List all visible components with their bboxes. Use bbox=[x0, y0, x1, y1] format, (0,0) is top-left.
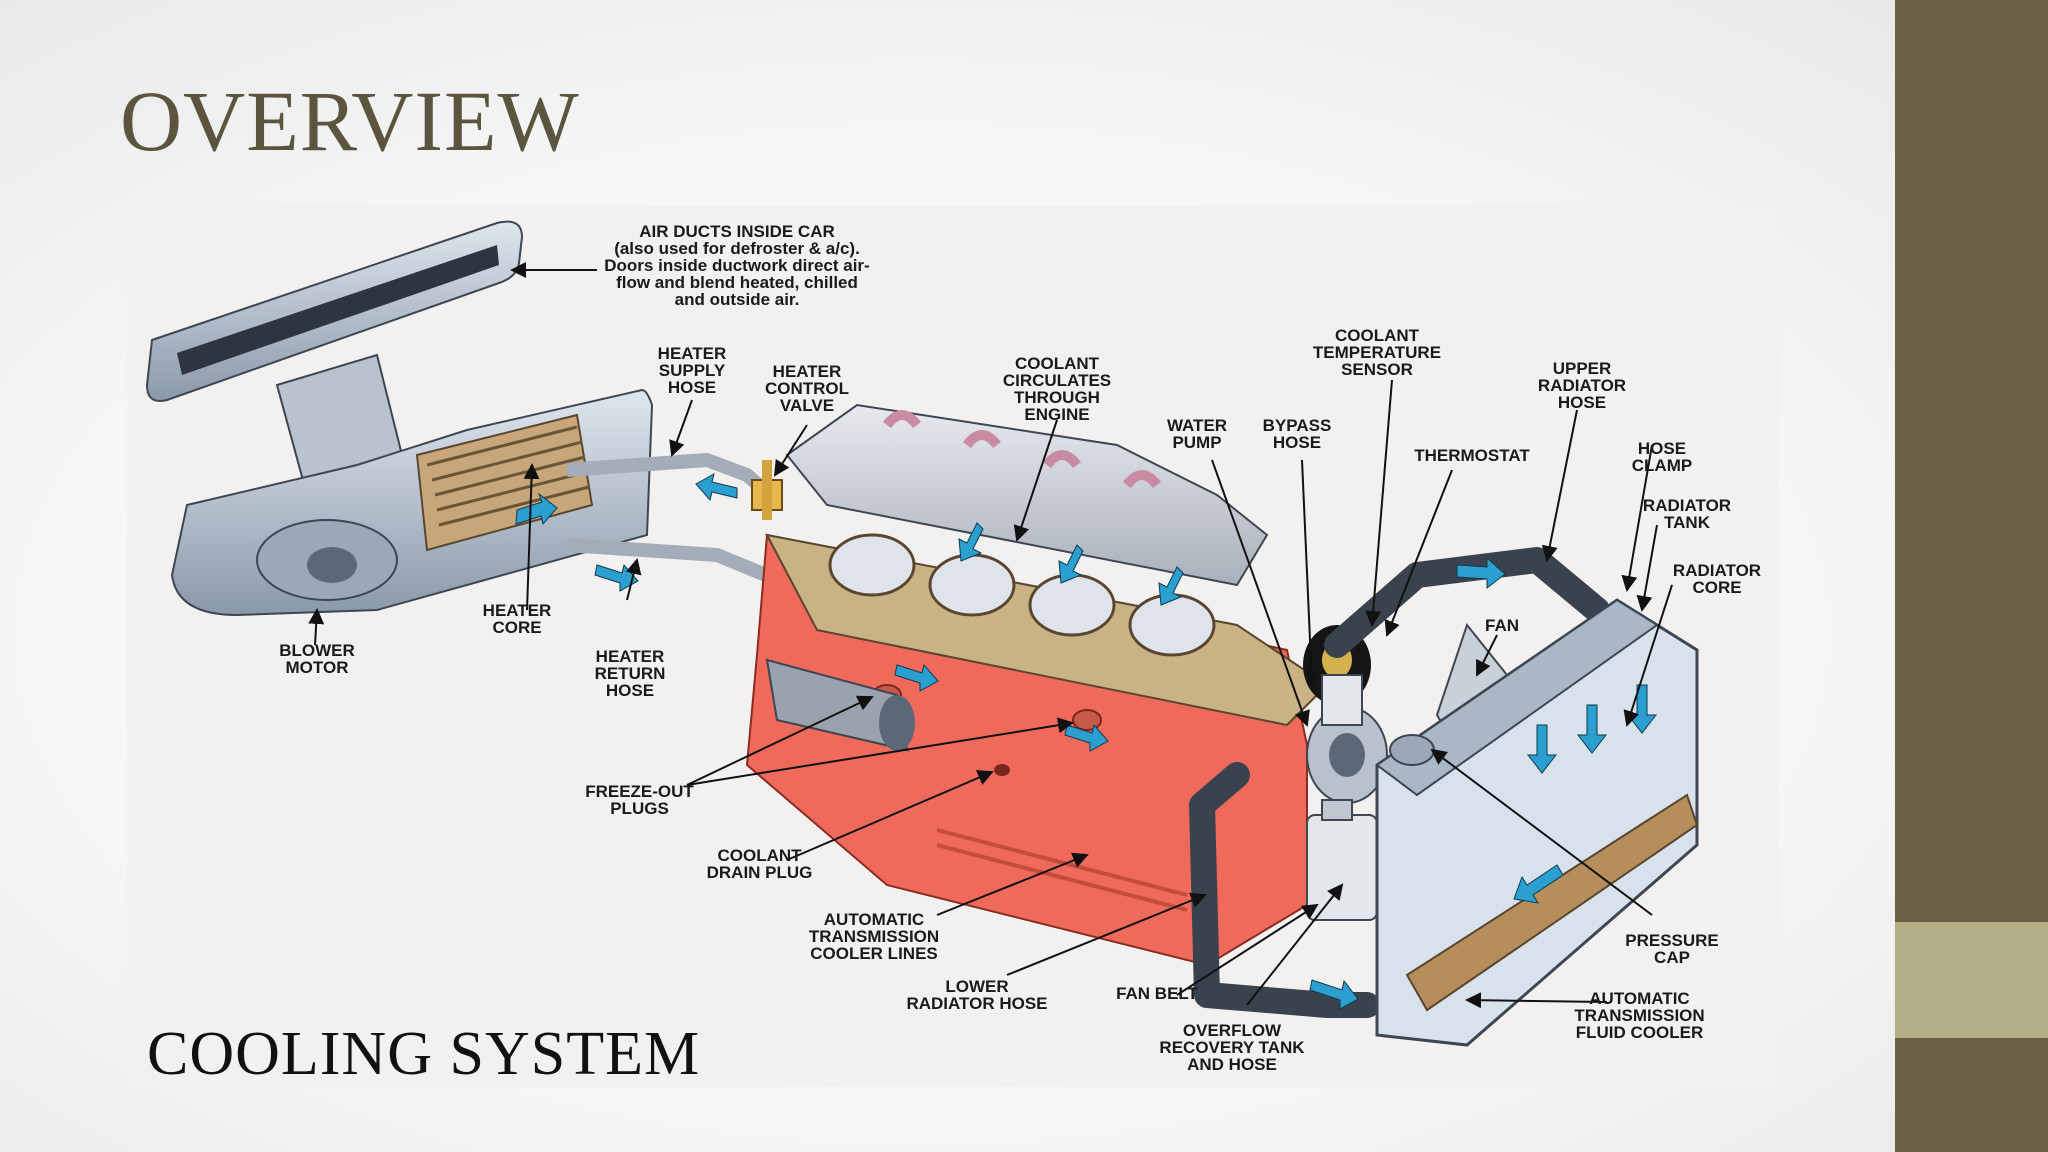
sidebar-accent-block bbox=[1895, 922, 2048, 1038]
label-auto-trans-cooler-lines: AUTOMATIC TRANSMISSION COOLER LINES bbox=[808, 910, 940, 963]
label-hose-clamp: HOSE CLAMP bbox=[1631, 439, 1693, 475]
slide-title: OVERVIEW bbox=[120, 73, 580, 169]
label-heater-return-hose: HEATER RETURN HOSE bbox=[594, 647, 666, 700]
air-duct-drawing bbox=[145, 220, 524, 497]
label-fan-belt: FAN BELT bbox=[1116, 984, 1198, 1003]
label-water-pump: WATER PUMP bbox=[1166, 416, 1228, 452]
label-upper-radiator-hose: UPPER RADIATOR HOSE bbox=[1537, 359, 1627, 412]
label-thermostat: THERMOSTAT bbox=[1414, 446, 1530, 465]
overflow-tank-drawing bbox=[1306, 799, 1378, 921]
cooling-system-diagram: AIR DUCTS INSIDE CAR (also used for defr… bbox=[127, 205, 1779, 1087]
heater-valve-drawing bbox=[751, 460, 783, 520]
label-blower-motor: BLOWER MOTOR bbox=[279, 641, 355, 677]
label-air-ducts: AIR DUCTS INSIDE CAR (also used for defr… bbox=[604, 222, 870, 309]
label-fan: FAN bbox=[1485, 616, 1519, 635]
diagram-artwork bbox=[145, 220, 1699, 1047]
label-bypass-hose: BYPASS HOSE bbox=[1262, 416, 1332, 452]
label-auto-trans-fluid-cooler: AUTOMATIC TRANSMISSION FLUID COOLER bbox=[1574, 989, 1705, 1042]
label-overflow-tank: OVERFLOW RECOVERY TANK AND HOSE bbox=[1159, 1021, 1305, 1074]
diagram-caption: COOLING SYSTEM bbox=[147, 1020, 701, 1087]
label-heater-core: HEATER CORE bbox=[482, 601, 552, 637]
label-coolant-temp-sensor: COOLANT TEMPERATURE SENSOR bbox=[1312, 326, 1442, 379]
label-freeze-out-plugs: FREEZE-OUT PLUGS bbox=[585, 782, 694, 818]
heater-box-drawing bbox=[170, 388, 654, 617]
label-radiator-core: RADIATOR CORE bbox=[1672, 561, 1762, 597]
label-coolant-circulates: COOLANT CIRCULATES THROUGH ENGINE bbox=[1002, 354, 1112, 424]
label-heater-supply-hose: HEATER SUPPLY HOSE bbox=[657, 344, 727, 397]
engine-head-drawing bbox=[785, 403, 1269, 587]
engine-block-drawing bbox=[745, 533, 1329, 967]
label-heater-control-valve: HEATER CONTROL VALVE bbox=[764, 362, 850, 415]
label-pressure-cap: PRESSURE CAP bbox=[1625, 931, 1719, 967]
leader-lines bbox=[308, 262, 1673, 1009]
starter-motor-drawing bbox=[765, 658, 915, 752]
coolant-flow-arrows bbox=[515, 473, 1658, 1010]
radiator-drawing bbox=[1375, 598, 1699, 1047]
label-lower-radiator-hose: LOWER RADIATOR HOSE bbox=[906, 977, 1048, 1013]
label-radiator-tank: RADIATOR TANK bbox=[1642, 496, 1732, 532]
label-coolant-drain-plug: COOLANT DRAIN PLUG bbox=[706, 846, 813, 882]
